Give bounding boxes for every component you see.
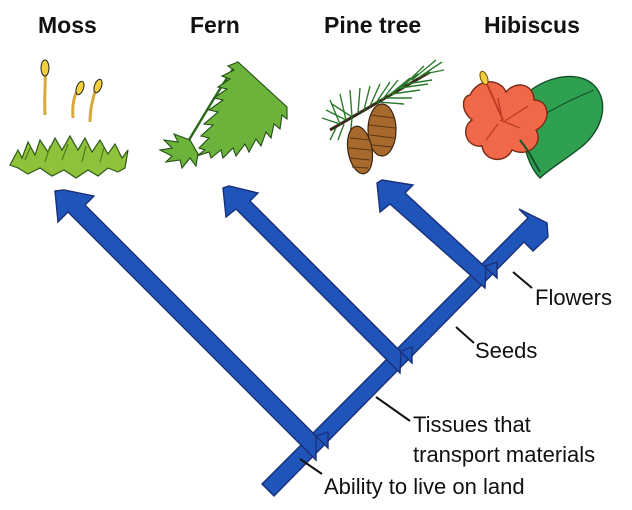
trait-label-flowers: Flowers: [535, 285, 612, 310]
trait-label-tissues-line1: Tissues that: [413, 412, 531, 437]
branch-fern: [223, 186, 412, 373]
tick-seeds: [456, 327, 474, 343]
trait-label-land: Ability to live on land: [324, 474, 525, 499]
tick-flowers: [513, 272, 532, 288]
taxon-label-pine: Pine tree: [324, 12, 421, 38]
taxon-label-hibiscus: Hibiscus: [484, 12, 580, 38]
branch-moss: [55, 190, 328, 460]
hibiscus-icon: [464, 70, 603, 178]
moss-icon: [10, 60, 128, 178]
branch-pine: [377, 180, 497, 288]
fern-icon: [160, 62, 287, 168]
tick-tissues: [376, 397, 410, 421]
taxon-label-moss: Moss: [38, 12, 97, 38]
trait-label-seeds: Seeds: [475, 338, 537, 363]
trait-label-tissues-line2: transport materials: [413, 442, 595, 467]
taxon-label-fern: Fern: [190, 12, 240, 38]
pine-tree-icon: [322, 60, 444, 176]
